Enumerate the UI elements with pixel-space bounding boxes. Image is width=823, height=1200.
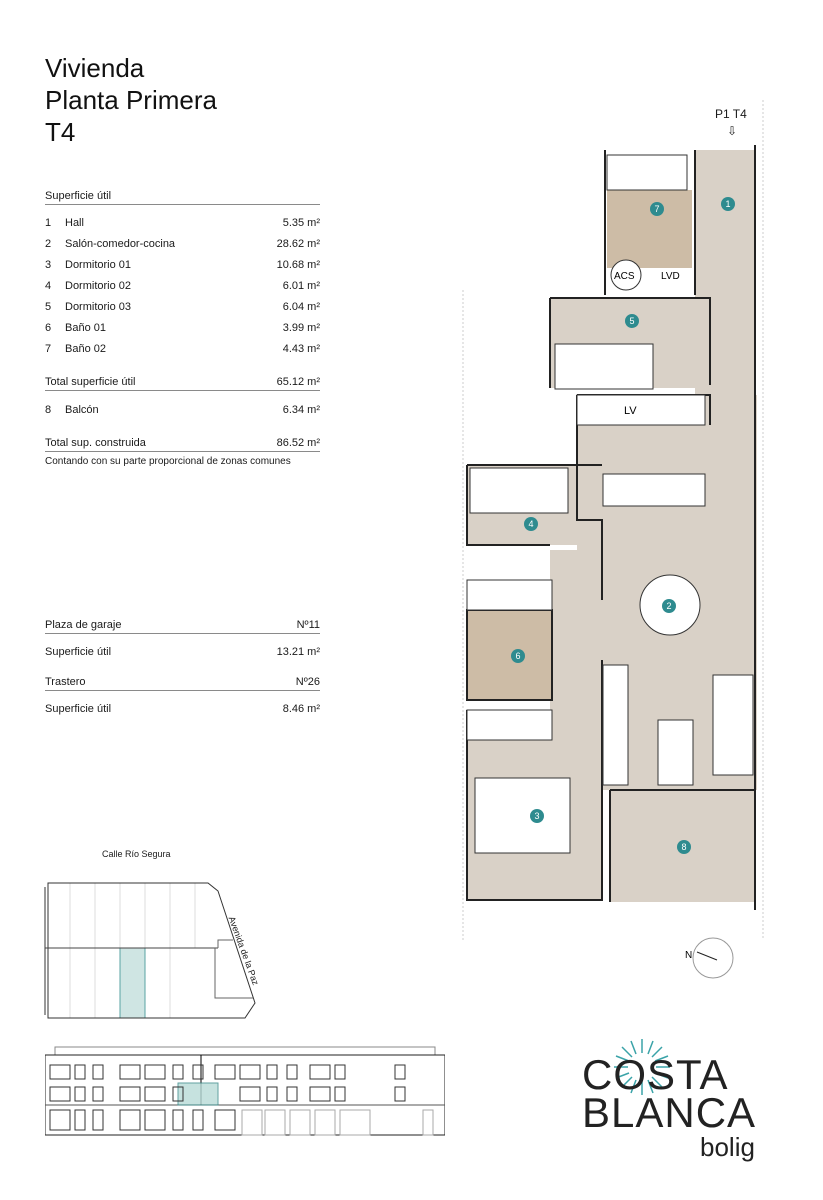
room-badge-4: 4 — [524, 517, 538, 531]
entrance-arrow-icon: ⇩ — [727, 124, 738, 138]
unit-label: P1 T4 — [715, 107, 747, 121]
logo-line-2: BLANCA — [582, 1089, 757, 1136]
room-badge-8: 8 — [677, 840, 691, 854]
room-badge-3: 3 — [530, 809, 544, 823]
costa-blanca-logo: COSTA BLANCA bolig — [582, 1039, 757, 1165]
svg-text:LVD: LVD — [661, 271, 680, 282]
acs-label: ACS — [614, 271, 635, 282]
page-title: Vivienda Planta Primera T4 — [45, 52, 217, 148]
facade-elevation — [44, 1045, 446, 1145]
common-areas-note: Contando con su parte proporcional de zo… — [45, 456, 291, 467]
room-badge-1: 1 — [721, 197, 735, 211]
room-badge-2: 2 — [662, 599, 676, 613]
street-label-top: Calle Río Segura — [102, 849, 171, 859]
sun-icon — [614, 1039, 670, 1095]
room-badge-6: 6 — [511, 649, 525, 663]
room-badge-7: 7 — [650, 202, 664, 216]
svg-text:N: N — [685, 950, 692, 961]
title-line-3: T4 — [45, 117, 76, 147]
logo-line-1: COSTA — [582, 1051, 729, 1098]
title-line-2: Planta Primera — [45, 85, 217, 115]
room-badge-5: 5 — [625, 314, 639, 328]
site-plan-drawing — [44, 882, 256, 1019]
site-plan: Calle Río Segura Avenida de la Paz — [40, 845, 300, 1025]
floor-plan: P1 T4 ⇩ — [455, 100, 775, 980]
surface-header: Superficie útil — [45, 190, 320, 205]
svg-text:LV: LV — [624, 405, 637, 417]
floor-plan-drawing: ACS LVD LV N — [462, 100, 764, 979]
logo-line-3: bolig — [700, 1132, 755, 1162]
title-line-1: Vivienda — [45, 53, 145, 83]
